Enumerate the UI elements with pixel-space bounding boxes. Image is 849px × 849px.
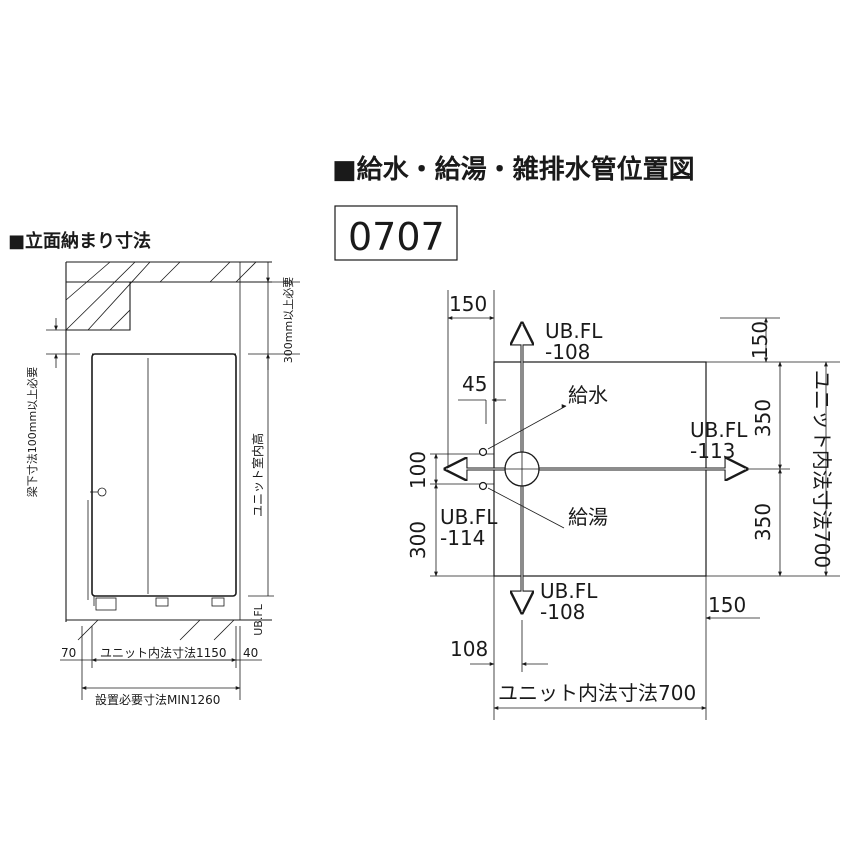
- ubfl-bottom-value: -108: [540, 600, 585, 624]
- dim-45: 45: [462, 372, 487, 396]
- label-water-supply: 給水: [568, 383, 608, 407]
- ubfl-right-value: -113: [690, 439, 735, 463]
- plan-title: ■給水・給湯・雑排水管位置図: [332, 154, 695, 185]
- floor-hatch: [66, 619, 272, 641]
- ceiling-clearance-note: 300mm以上必要: [282, 277, 295, 363]
- model-code-box: [334, 205, 458, 261]
- dim-350-lower: 350: [751, 503, 775, 541]
- dim-350-upper: 350: [751, 399, 775, 437]
- dim-right-40: 40: [243, 646, 258, 660]
- ubfl-top-label: UB.FL: [545, 319, 603, 343]
- dim-unit-depth-700: ユニット内法寸法700: [810, 370, 834, 568]
- dim-unit-width-1150: ユニット内法寸法1150: [100, 646, 227, 660]
- label-hot-water: 給湯: [568, 505, 608, 529]
- elevation-view: ■立面納まり寸法: [8, 230, 300, 707]
- unit-body: [87, 353, 237, 611]
- beam-clearance-note: 梁下寸法100mm以上必要: [25, 367, 39, 497]
- dim-top-offset-150: 150: [449, 292, 487, 316]
- hot-water-pipe-icon: [478, 481, 488, 491]
- elevation-title: ■立面納まり寸法: [8, 230, 151, 252]
- room-height-label: ユニット室内高: [250, 433, 265, 517]
- dim-left-70: 70: [61, 646, 76, 660]
- ubfl-right-label: UB.FL: [690, 418, 748, 442]
- ubfl-top-value: -108: [545, 340, 590, 364]
- water-supply-pipe-icon: [478, 447, 488, 457]
- plan-view: ■給水・給湯・雑排水管位置図 0707 150 150 45 100: [332, 154, 840, 720]
- dim-108: 108: [450, 637, 488, 661]
- dim-top-right-150: 150: [748, 321, 772, 359]
- dim-bottom-right-150: 150: [708, 593, 746, 617]
- ceiling-beam: [65, 261, 272, 622]
- dim-100: 100: [406, 451, 430, 489]
- ubfl-left-value: -114: [440, 526, 485, 550]
- dim-300: 300: [406, 521, 430, 559]
- ubfl-left-label: UB.FL: [440, 505, 498, 529]
- floor-label: UB.FL: [252, 603, 265, 635]
- dim-install-1260: 設置必要寸法MIN1260: [95, 692, 220, 707]
- dim-unit-width-700: ユニット内法寸法700: [498, 681, 696, 705]
- model-code: 0707: [348, 215, 445, 259]
- ubfl-bottom-label: UB.FL: [540, 579, 598, 603]
